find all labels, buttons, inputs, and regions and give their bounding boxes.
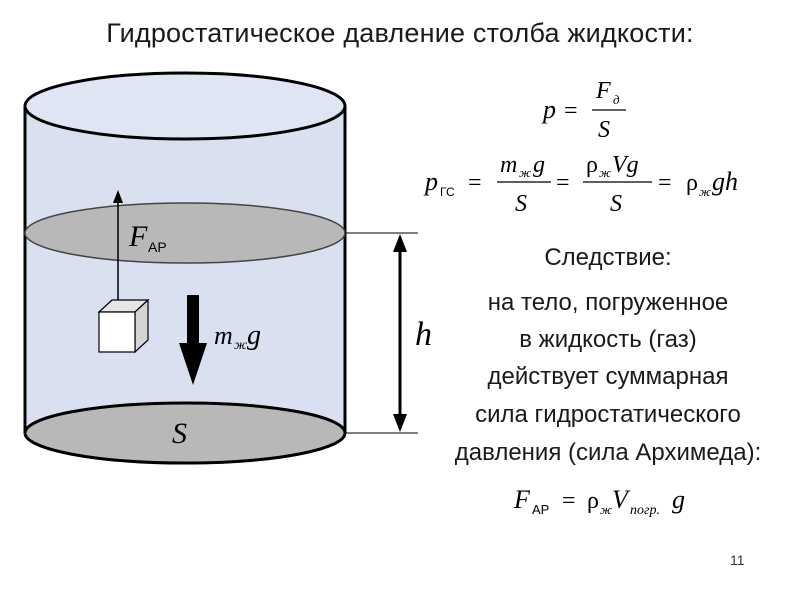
force-symbol: F — [128, 220, 148, 253]
height-label: h — [415, 316, 432, 353]
consequence-line-3: действует суммарная — [487, 363, 729, 390]
formula2-gh: gh — [712, 167, 738, 196]
weight-subscript: ж — [234, 338, 247, 353]
cylinder-top-ellipse — [23, 71, 347, 141]
weight-arrow-shaft — [187, 295, 199, 343]
formula1-denominator: S — [598, 117, 610, 143]
consequence-line-2: в жидкость (газ) — [519, 326, 697, 353]
force-subscript: АР — [148, 239, 167, 255]
cylinder-body — [25, 106, 345, 463]
formula3-F-subscript: АР — [532, 502, 549, 517]
weight-arrowhead — [179, 343, 207, 385]
liquid-surface — [24, 202, 346, 264]
formula2-equals-3: = — [658, 170, 672, 196]
formula1-numerator-subscript: д — [613, 92, 620, 107]
formula1-equals: = — [564, 98, 578, 124]
consequence-line-4: сила гидростатического — [475, 401, 741, 428]
height-arrowhead-bottom — [393, 414, 407, 432]
formula3-V: V — [612, 485, 631, 514]
formula3-V-subscript: погр. — [630, 503, 660, 518]
weight-g-symbol: g — [247, 320, 261, 351]
formula2-rho: ρ — [686, 170, 698, 196]
formula3-g: g — [672, 485, 685, 514]
formula2-frac1-subscript: ж — [519, 165, 531, 180]
slide-title: Гидростатическое давление столба жидкост… — [106, 18, 694, 48]
formula2-frac2-denominator: S — [610, 191, 622, 217]
formula2-p: p — [423, 167, 438, 196]
formula-hydrostatic-pressure: p ГС = m ж g S = ρ ж Vg S = ρ ж gh — [423, 152, 738, 217]
formula2-equals-2: = — [556, 170, 570, 196]
formula1-lhs: p — [541, 95, 556, 124]
formula2-frac2-vg: Vg — [612, 152, 639, 178]
formula2-rho-subscript: ж — [699, 184, 711, 199]
formula3-rho: ρ — [587, 488, 599, 514]
page-number: 11 — [730, 552, 745, 568]
height-arrowhead-top — [393, 234, 407, 252]
buoyant-force-arrowhead — [113, 190, 123, 203]
formula2-equals-1: = — [468, 170, 482, 196]
formula1-numerator: F — [595, 78, 611, 104]
formula2-p-subscript: ГС — [440, 185, 455, 199]
consequence-line-5: давления (сила Архимеда): — [454, 439, 762, 466]
formula-pressure-definition: p = F д S — [541, 78, 626, 143]
formula2-frac1-m: m — [500, 152, 517, 178]
submerged-body-cube — [97, 298, 150, 354]
area-label: S — [172, 417, 187, 450]
formula3-rho-subscript: ж — [600, 502, 612, 517]
consequence-line-1: на тело, погруженное — [487, 289, 729, 316]
weight-mass-symbol: m — [214, 321, 233, 350]
formula2-frac1-denominator: S — [515, 191, 527, 217]
formula2-frac1-g: g — [533, 152, 545, 178]
formula2-frac2-rho: ρ — [586, 152, 598, 178]
formula3-equals: = — [562, 488, 576, 514]
formula-archimedes-force: F АР = ρ ж V погр. g — [513, 485, 685, 518]
consequence-title: Следствие: — [544, 244, 672, 271]
formula3-F: F — [513, 485, 531, 514]
formula2-frac2-subscript: ж — [599, 165, 611, 180]
